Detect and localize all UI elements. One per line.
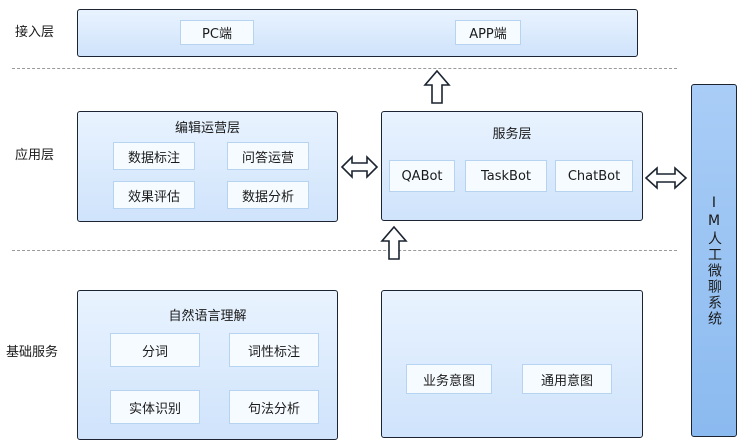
layer-label-application: 应用层 xyxy=(15,148,55,163)
up-arrow-icon xyxy=(380,225,408,260)
access-layer-panel: PC端 APP端 xyxy=(77,9,638,57)
layer-label-foundation: 基础服务 xyxy=(6,345,59,360)
edit-ops-title: 编辑运营层 xyxy=(174,121,240,136)
edit-ops-panel: 编辑运营层 数据标注 问答运营 效果评估 数据分析 xyxy=(77,111,338,222)
pc-client-chip: PC端 xyxy=(180,20,254,45)
pos-tagging-chip: 词性标注 xyxy=(229,333,319,367)
layer-label-access: 接入层 xyxy=(15,25,55,40)
chatbot-chip: ChatBot xyxy=(555,160,633,192)
double-arrow-icon xyxy=(644,166,688,190)
service-layer-panel: 服务层 QABot TaskBot ChatBot xyxy=(381,111,643,221)
data-analysis-chip: 数据分析 xyxy=(227,181,309,209)
general-intent-chip: 通用意图 xyxy=(522,364,612,394)
im-system-bar: IM人工微聊系统 xyxy=(691,84,737,437)
separator-application-foundation xyxy=(12,250,677,251)
app-client-chip: APP端 xyxy=(455,20,521,45)
im-system-label: IM人工微聊系统 xyxy=(706,194,722,327)
entity-recognition-chip: 实体识别 xyxy=(110,390,200,424)
intent-panel: 业务意图 通用意图 xyxy=(381,290,643,438)
business-intent-chip: 业务意图 xyxy=(406,364,492,394)
qa-operation-chip: 问答运营 xyxy=(227,142,309,170)
data-annotation-chip: 数据标注 xyxy=(113,142,195,170)
effect-evaluation-chip: 效果评估 xyxy=(113,181,195,209)
double-arrow-icon xyxy=(340,155,379,179)
nlu-title: 自然语言理解 xyxy=(168,309,247,324)
up-arrow-icon xyxy=(423,69,451,104)
nlu-panel: 自然语言理解 分词 词性标注 实体识别 句法分析 xyxy=(77,290,338,440)
syntax-analysis-chip: 句法分析 xyxy=(229,390,319,424)
service-layer-title: 服务层 xyxy=(492,127,532,142)
separator-access-application xyxy=(12,68,677,69)
word-segmentation-chip: 分词 xyxy=(110,333,200,367)
taskbot-chip: TaskBot xyxy=(465,160,547,192)
qabot-chip: QABot xyxy=(389,160,455,192)
